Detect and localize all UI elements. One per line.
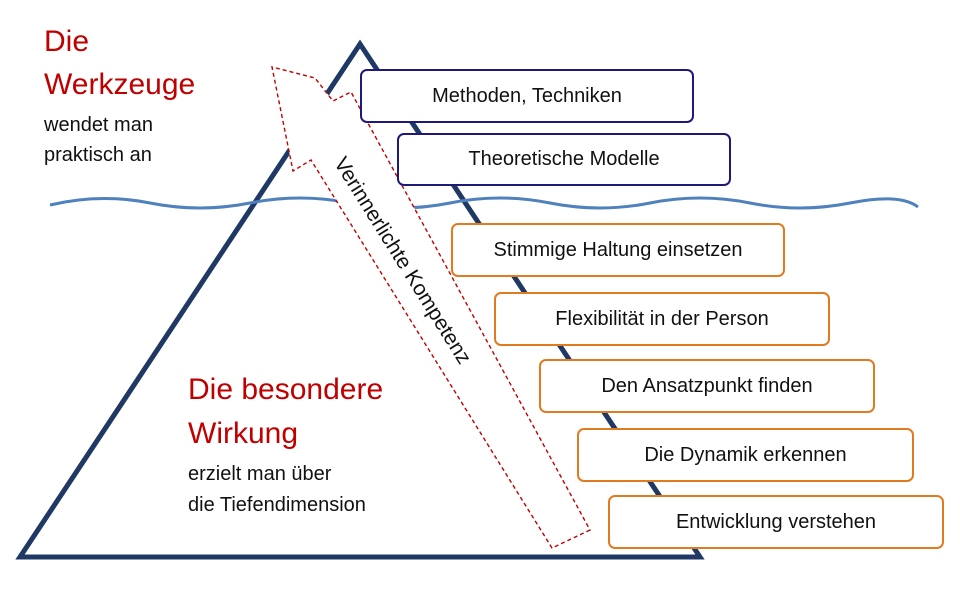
step-box-starting-point: Den Ansatzpunkt finden <box>539 359 875 413</box>
competence-arrow <box>271 66 591 549</box>
top-heading-line2: Werkzeuge <box>44 68 196 101</box>
step-box-theoretical-models: Theoretische Modelle <box>397 133 731 186</box>
bottom-heading-line1: Die besondere <box>188 373 384 406</box>
top-subtext-line2: praktisch an <box>44 144 152 166</box>
step-box-development: Entwicklung verstehen <box>608 495 944 549</box>
top-heading-line1: Die <box>44 25 90 58</box>
step-box-flexibility: Flexibilität in der Person <box>494 292 830 346</box>
step-box-dynamics: Die Dynamik erkennen <box>577 428 914 482</box>
bottom-subtext-line2: die Tiefendimension <box>188 494 366 516</box>
step-box-methods: Methoden, Techniken <box>360 69 694 123</box>
step-box-attitude: Stimmige Haltung einsetzen <box>451 223 785 277</box>
top-subtext-line1: wendet man <box>44 114 153 136</box>
water-line <box>49 196 919 210</box>
bottom-heading-line2: Wirkung <box>188 417 299 450</box>
bottom-subtext-line1: erzielt man über <box>188 463 332 485</box>
